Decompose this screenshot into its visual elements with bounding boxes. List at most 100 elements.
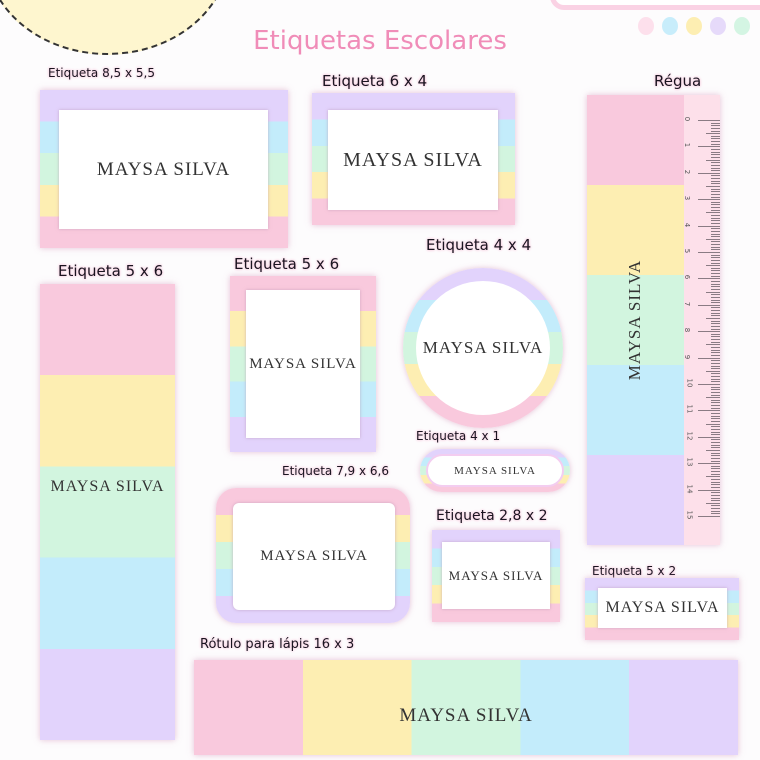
ruler-tick [711, 347, 720, 349]
ruler-tick [711, 236, 720, 238]
ruler-tick [711, 302, 720, 304]
ruler-tick [711, 394, 720, 396]
ruler-tick [711, 494, 720, 496]
caption-4x1: Etiqueta 4 x 1 [416, 429, 501, 443]
name-text: MAYSA SILVA [448, 567, 544, 583]
caption-7-9x6-6: Etiqueta 7,9 x 6,6 [282, 464, 389, 478]
ruler-tick [706, 291, 720, 293]
ruler-tick [711, 328, 720, 330]
ruler-tick [711, 138, 720, 140]
ruler-tick [711, 207, 720, 209]
ruler-tick [711, 468, 720, 470]
ruler-number: 2 [683, 169, 692, 175]
name-text: MAYSA SILVA [260, 548, 368, 564]
ruler-tick [711, 479, 720, 481]
ruler-tick [706, 212, 720, 214]
ruler-tick [711, 486, 720, 488]
name-text: MAYSA SILVA [50, 478, 165, 495]
ruler-tick [698, 384, 720, 385]
ruler-number: 14 [685, 484, 694, 494]
ruler-tick [698, 120, 720, 121]
ruler-tick [711, 439, 720, 441]
ruler-tick [706, 344, 720, 346]
ruler-tick [711, 323, 720, 325]
ruler-tick [711, 149, 720, 151]
name-text: MAYSA SILVA [422, 338, 544, 357]
ruler-tick [711, 444, 720, 446]
ruler-tick [711, 143, 720, 145]
ruler-tick [711, 320, 720, 322]
ruler-tick [711, 360, 720, 362]
ruler-tick [711, 386, 720, 388]
ruler-tick [711, 193, 720, 195]
ruler-tick [711, 246, 720, 248]
ruler-tick [711, 286, 720, 288]
ruler-tick [711, 209, 720, 211]
ruler-tick [711, 178, 720, 180]
ruler-tick [711, 270, 720, 272]
caption-6x4: Etiqueta 6 x 4 [322, 72, 428, 90]
ruler-number: 1 [683, 143, 692, 148]
ruler-tick [711, 362, 720, 364]
ruler-tick [698, 146, 720, 148]
caption-8-5x5-5: Etiqueta 8,5 x 5,5 [48, 66, 155, 80]
ruler-tick [711, 296, 720, 298]
label-pencil-16x3: MAYSA SILVA [194, 660, 738, 755]
ruler-tick [711, 162, 720, 164]
ruler-tick [706, 159, 720, 161]
ruler-tick [711, 336, 720, 338]
ruler-tick [711, 241, 720, 243]
ruler-tick [711, 391, 720, 393]
caption-pencil-label: Rótulo para lápis 16 x 3 [200, 637, 355, 652]
caption-2-8x2: Etiqueta 2,8 x 2 [436, 508, 548, 524]
ruler-tick [711, 389, 720, 391]
ruler-tick [711, 428, 720, 430]
ruler-number: 8 [683, 327, 692, 333]
ruler-tick [711, 299, 720, 301]
ruler-tick [711, 420, 720, 422]
ruler-tick [711, 415, 720, 417]
label-4x4-round: MAYSA SILVA [403, 268, 563, 428]
ruler-tick [711, 442, 720, 444]
ruler-tick [706, 397, 720, 399]
ruler-tick [711, 156, 720, 158]
ruler-tick [711, 170, 720, 172]
name-text-vertical: MAYSA SILVA [625, 259, 644, 381]
ruler-tick [711, 141, 720, 143]
ruler-tick [711, 481, 720, 483]
ruler-tick [711, 267, 720, 269]
ruler-tick [711, 492, 720, 494]
ruler-tick [711, 201, 720, 203]
ruler-tick [706, 423, 720, 425]
ruler-tick [711, 220, 720, 222]
ruler-number: 5 [683, 248, 692, 254]
ruler-tick [711, 510, 720, 512]
ruler-tick [711, 125, 720, 127]
ruler-tick [711, 281, 720, 283]
name-text: MAYSA SILVA [454, 464, 536, 477]
label-8-5x5-5: MAYSA SILVA [40, 90, 288, 248]
ruler-tick [711, 426, 720, 428]
color-dot-pink [638, 17, 654, 35]
ruler-tick [698, 331, 720, 333]
ruler-tick [711, 418, 720, 420]
ruler-tick [711, 368, 720, 370]
ruler-tick [711, 455, 720, 457]
ruler-tick [711, 244, 720, 246]
ruler-tick [711, 497, 720, 499]
ruler-tick [706, 502, 720, 504]
name-text: MAYSA SILVA [605, 599, 720, 616]
ruler-number: 11 [685, 404, 694, 414]
ruler-tick [698, 463, 720, 465]
ruler-tick [711, 484, 720, 486]
caption-5x6: Etiqueta 5 x 6 [234, 255, 340, 273]
ruler-tick [711, 167, 720, 169]
ruler-tick [711, 164, 720, 166]
ruler-tick [711, 407, 720, 409]
ruler-tick [711, 500, 720, 502]
label-5x6-large: MAYSA SILVA [40, 284, 175, 740]
ruler-tick [711, 273, 720, 275]
ruler-tick [711, 505, 720, 507]
caption-ruler: Régua [654, 72, 702, 90]
ruler-number: 7 [683, 301, 692, 307]
